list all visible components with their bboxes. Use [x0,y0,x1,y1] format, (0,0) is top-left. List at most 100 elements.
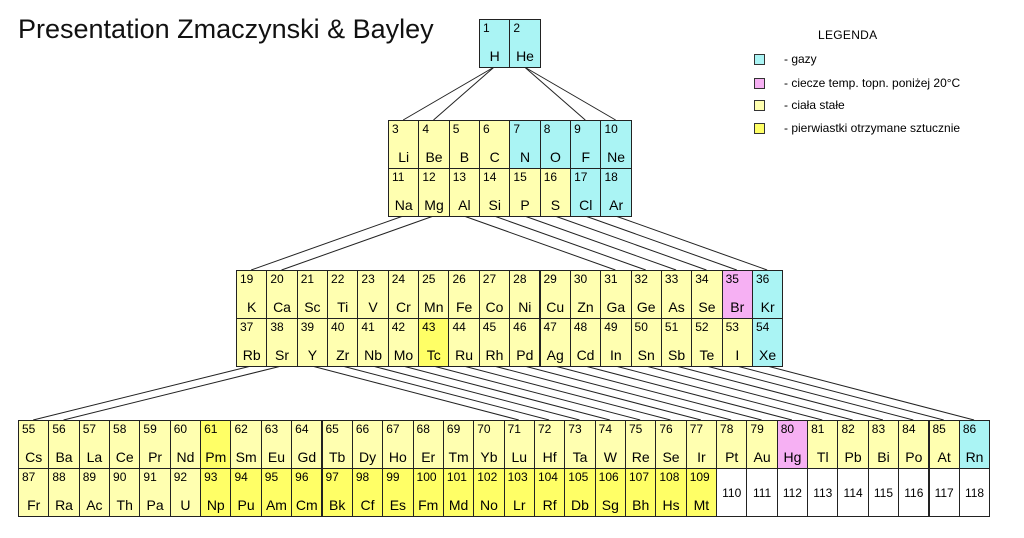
element-symbol: Fr [27,497,41,513]
atomic-number: 95 [264,470,279,484]
atomic-number: 57 [82,422,97,436]
atomic-number: 16 [543,170,558,184]
atomic-number: 20 [270,272,284,286]
atomic-number: 31 [604,272,618,286]
atomic-number: 78 [720,422,734,436]
atomic-number: 42 [391,320,406,334]
element-symbol: Cf [360,497,375,513]
atomic-number: 50 [634,320,648,334]
atomic-number: 46 [513,320,527,334]
legend-swatch-liquid [754,78,765,89]
atomic-number: 44 [452,320,466,334]
atomic-number: 103 [507,470,528,484]
element-symbol: Cd [576,347,595,363]
element-symbol: Ar [609,197,624,213]
atomic-number: 94 [234,470,248,484]
atomic-number: 36 [755,272,770,286]
connector-line [584,365,793,421]
element-symbol: Be [425,149,443,165]
element-symbol: V [368,299,378,315]
atomic-number: 66 [355,422,370,436]
element-symbol: Yb [480,449,498,465]
connector-line [63,365,282,421]
atomic-number: 5 [452,122,460,136]
element-symbol: Ce [115,449,134,465]
atomic-number: 11 [392,170,405,184]
atomic-number: 7 [513,122,521,136]
element-symbol: Y [307,347,318,363]
atomic-number: 55 [22,422,36,436]
legend-item-solid: - ciała stałe [752,98,1014,116]
atomic-number: 52 [695,320,709,334]
atomic-number: 72 [537,422,552,436]
element-symbol: Th [116,497,133,513]
atomic-number: 83 [871,422,886,436]
connector-line [524,215,677,271]
atomic-number: 102 [477,470,498,484]
connector-line [766,365,975,421]
atomic-number: 110 [722,486,742,500]
atomic-number: 28 [513,272,527,286]
atomic-number: 75 [629,422,643,436]
atomic-number: 99 [386,470,400,484]
atomic-number: 71 [507,422,521,436]
element-symbol: Ru [455,347,474,363]
atomic-number: 116 [904,486,924,500]
atomic-number: 118 [964,486,985,500]
connector-line [494,215,646,271]
element-symbol: Al [458,197,471,213]
element-symbol: Ho [388,449,407,465]
atomic-number: 76 [659,422,673,436]
element-symbol: Sb [668,347,686,363]
atomic-number: 4 [422,122,430,136]
connector-line [615,215,768,271]
atomic-number: 91 [143,470,157,484]
atomic-number: 19 [240,272,254,286]
element-symbol: Mt [693,497,710,513]
connector-line [251,215,404,271]
element-cell-110: 110 [716,468,748,517]
element-symbol: Mo [393,347,414,363]
connector-line [33,365,252,421]
atomic-number: 101 [446,470,467,484]
atomic-number: 21 [300,272,315,286]
element-symbol: Bk [329,497,346,513]
atomic-number: 117 [934,486,954,500]
element-symbol: In [610,347,622,363]
atomic-number: 104 [537,470,558,484]
atomic-number: 105 [568,470,589,484]
atomic-number: 82 [841,422,855,436]
atomic-number: 64 [295,422,309,436]
element-symbol: Nb [364,347,383,363]
legend-label: - ciecze temp. topn. poniżej 20°C [784,76,961,90]
atomic-number: 109 [689,470,710,484]
element-symbol: Se [662,449,680,465]
element-symbol: Rb [242,347,261,363]
legend-item-synthetic: - pierwiastki otrzymane sztucznie [752,121,1014,139]
element-symbol: Tm [448,449,469,465]
